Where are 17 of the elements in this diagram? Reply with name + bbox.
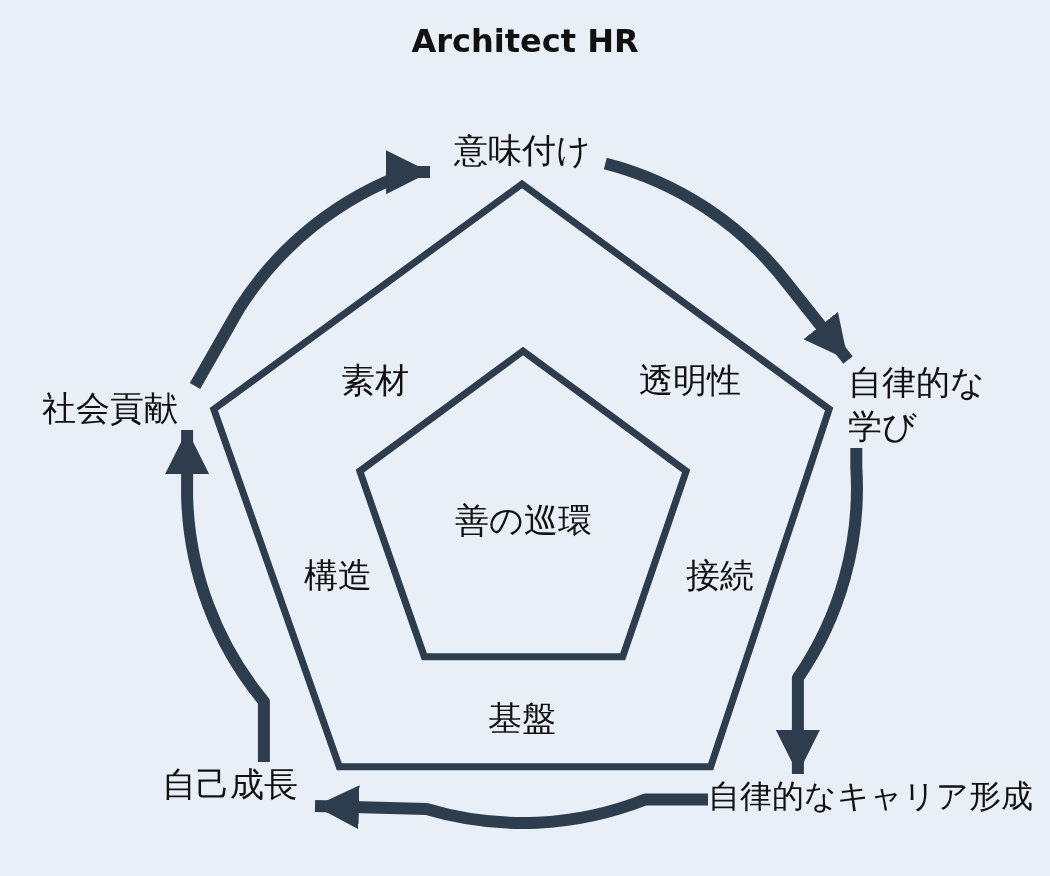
outer-pentagon bbox=[210, 180, 833, 770]
area-label: 基盤 bbox=[488, 697, 556, 740]
cycle-arrow bbox=[189, 150, 431, 389]
cycle-arrow bbox=[165, 430, 270, 762]
stage-label: 意味付け bbox=[430, 128, 614, 172]
center-label: 善の巡環 bbox=[454, 499, 592, 542]
area-label: 構造 bbox=[304, 554, 372, 597]
stage-label: 自己成長 bbox=[145, 762, 315, 806]
title: Architect HR bbox=[410, 22, 640, 60]
stage-label: 自律的なキャリア形成 bbox=[708, 774, 1043, 818]
cycle-arrow bbox=[775, 448, 863, 774]
area-label: 接続 bbox=[686, 554, 754, 597]
area-label: 素材 bbox=[341, 359, 409, 402]
cycle-arrow bbox=[314, 785, 708, 830]
stage-label: 自律的な学び bbox=[848, 360, 998, 448]
area-label: 透明性 bbox=[639, 359, 741, 402]
stage-label: 社会貢献 bbox=[25, 386, 195, 430]
